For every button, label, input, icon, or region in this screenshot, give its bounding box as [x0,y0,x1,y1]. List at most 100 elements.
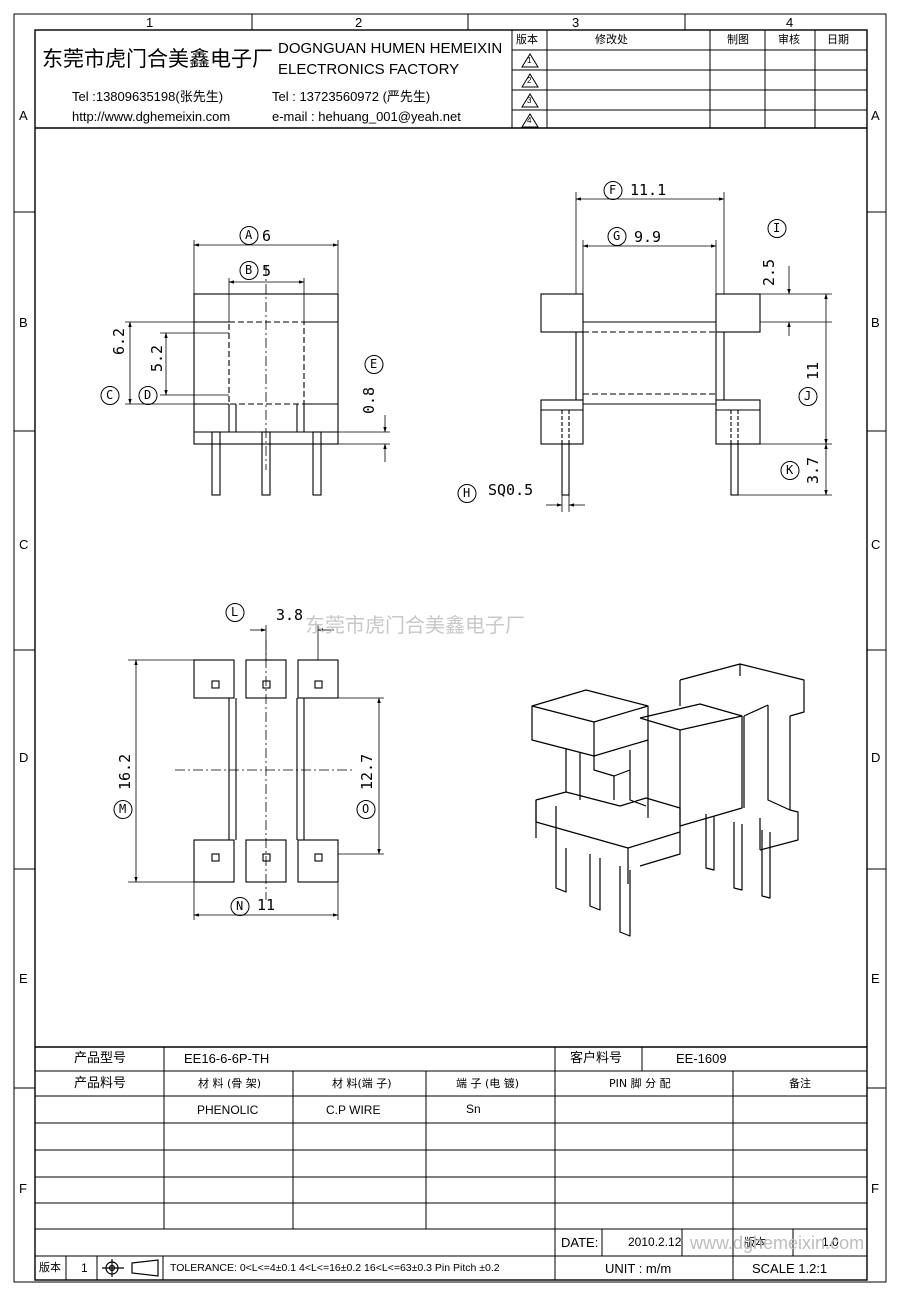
dim-j-value: 11 [804,361,822,380]
dim-i-circle [767,219,787,238]
dim-a-label: A [245,228,253,242]
column-label-3: 3 [572,15,580,30]
tolerance-text: TOLERANCE: 0<L<=4±0.1 4<L<=16±0.2 16<L<=… [170,1262,500,1274]
row-label-c-right: C [871,537,881,552]
dim-h-label: H [463,486,471,500]
company-name-en-line1: DOGNGUAN HUMEN HEMEIXIN [278,40,503,57]
footer-version-value: 1 [81,1261,88,1275]
side-dimensions [546,192,832,512]
dim-k-label: K [786,463,794,477]
front-dimensions [125,240,390,462]
rev-number-2: 2 [527,76,532,85]
product-part-label: 产品料号 [74,1076,127,1091]
footer-version-label: 版本 [39,1261,61,1274]
dim-k-value: 3.7 [804,456,822,484]
dim-h-value: SQ0.5 [488,481,534,499]
dim-j-circle [798,387,818,406]
row-label-e-right: E [871,971,880,986]
dim-k-circle [780,461,800,480]
company-name-en-line2: ELECTRONICS FACTORY [278,61,460,78]
column-label-1: 1 [146,15,154,30]
date-label: DATE: [561,1235,599,1250]
dim-a-circle [239,226,259,245]
rev-header-date: 日期 [827,33,849,46]
row-label-d-right: D [871,750,881,765]
dim-f-label: F [609,183,617,197]
column-label-2: 2 [355,15,363,30]
revision-triangles [521,53,539,128]
customer-part-label: 客户料号 [570,1051,623,1066]
terminal-plating-label: 端 子 (电 镀) [456,1077,520,1090]
dim-m-label: M [119,802,127,816]
row-label-a: A [19,108,28,123]
rev-header-drawn: 制图 [727,33,749,46]
dim-o-circle [356,800,376,819]
dim-d-value: 5.2 [148,344,166,372]
rev-header-checked: 审核 [778,33,800,46]
row-label-e: E [19,971,28,986]
unit-text: UNIT : m/m [605,1261,672,1276]
column-label-4: 4 [786,15,794,30]
product-model-label: 产品型号 [74,1051,127,1066]
dim-e-label: E [370,357,378,371]
dim-j-label: J [804,389,812,403]
dim-d-circle [138,386,158,405]
dim-m-value: 16.2 [116,753,134,790]
inner-frame [34,29,868,1281]
remarks-label: 备注 [789,1077,811,1090]
dim-m-circle [113,800,133,819]
rev-number-1: 1 [527,56,532,65]
dim-b-value: 5 [262,262,272,280]
outer-frame [13,13,887,1283]
dim-g-label: G [613,229,621,243]
dim-n-label: N [236,899,244,913]
date-value: 2010.2.12 [628,1235,682,1249]
dim-f-value: 11.1 [630,181,667,199]
version-value: 1.0 [822,1235,839,1249]
dim-e-circle [364,355,384,374]
company-website: http://www.dghemeixin.com [72,109,231,124]
dim-a-value: 6 [262,227,272,245]
material-terminal-value: C.P WIRE [326,1103,381,1117]
footer-watermark: www.dghemeixin.com [690,1233,865,1253]
bottom-view [175,640,355,900]
terminal-plating-value: Sn [466,1102,481,1116]
dim-c-value: 6.2 [110,327,128,355]
rev-number-4: 4 [527,116,532,125]
dim-i-value: 2.5 [760,258,778,286]
revision-table-grid [511,30,867,128]
watermark-text: 东莞市虎门合美鑫电子厂 [305,613,525,637]
contact-email: e-mail : hehuang_001@yeah.net [272,109,461,124]
rev-header-version: 版本 [516,33,538,46]
dim-b-label: B [245,263,253,277]
dim-g-value: 9.9 [634,228,662,246]
dim-c-label: C [106,388,114,402]
row-label-f-right: F [871,1181,879,1196]
row-label-c: C [19,537,29,552]
version-label: 版本 [744,1236,766,1249]
row-label-d: D [19,750,29,765]
dim-e-value: 0.8 [360,386,378,414]
row-label-a-right: A [871,108,880,123]
side-view [540,293,761,496]
front-view [193,266,339,496]
company-name-cn: 东莞市虎门合美鑫电子厂 [42,47,273,71]
dim-l-label: L [231,605,239,619]
dim-h-circle [457,484,477,503]
title-block-grid [35,1046,867,1280]
dim-l-value: 3.8 [276,606,304,624]
row-label-b-right: B [871,315,880,330]
material-terminal-label: 材 料(端 子) [332,1077,392,1090]
dim-f-circle [603,181,623,200]
isometric-view [531,663,805,937]
material-bobbin-label: 材 料 (骨 架) [198,1077,262,1090]
dim-l-circle [225,603,245,622]
dim-o-label: O [362,802,370,816]
projection-symbol-icon [102,1259,159,1277]
dim-b-circle [239,261,259,280]
dim-n-value: 11 [257,896,276,914]
product-model-value: EE16-6-6P-TH [184,1051,270,1066]
contact-tel-1: Tel :13809635198(张先生) [72,89,224,104]
row-label-b: B [19,315,28,330]
